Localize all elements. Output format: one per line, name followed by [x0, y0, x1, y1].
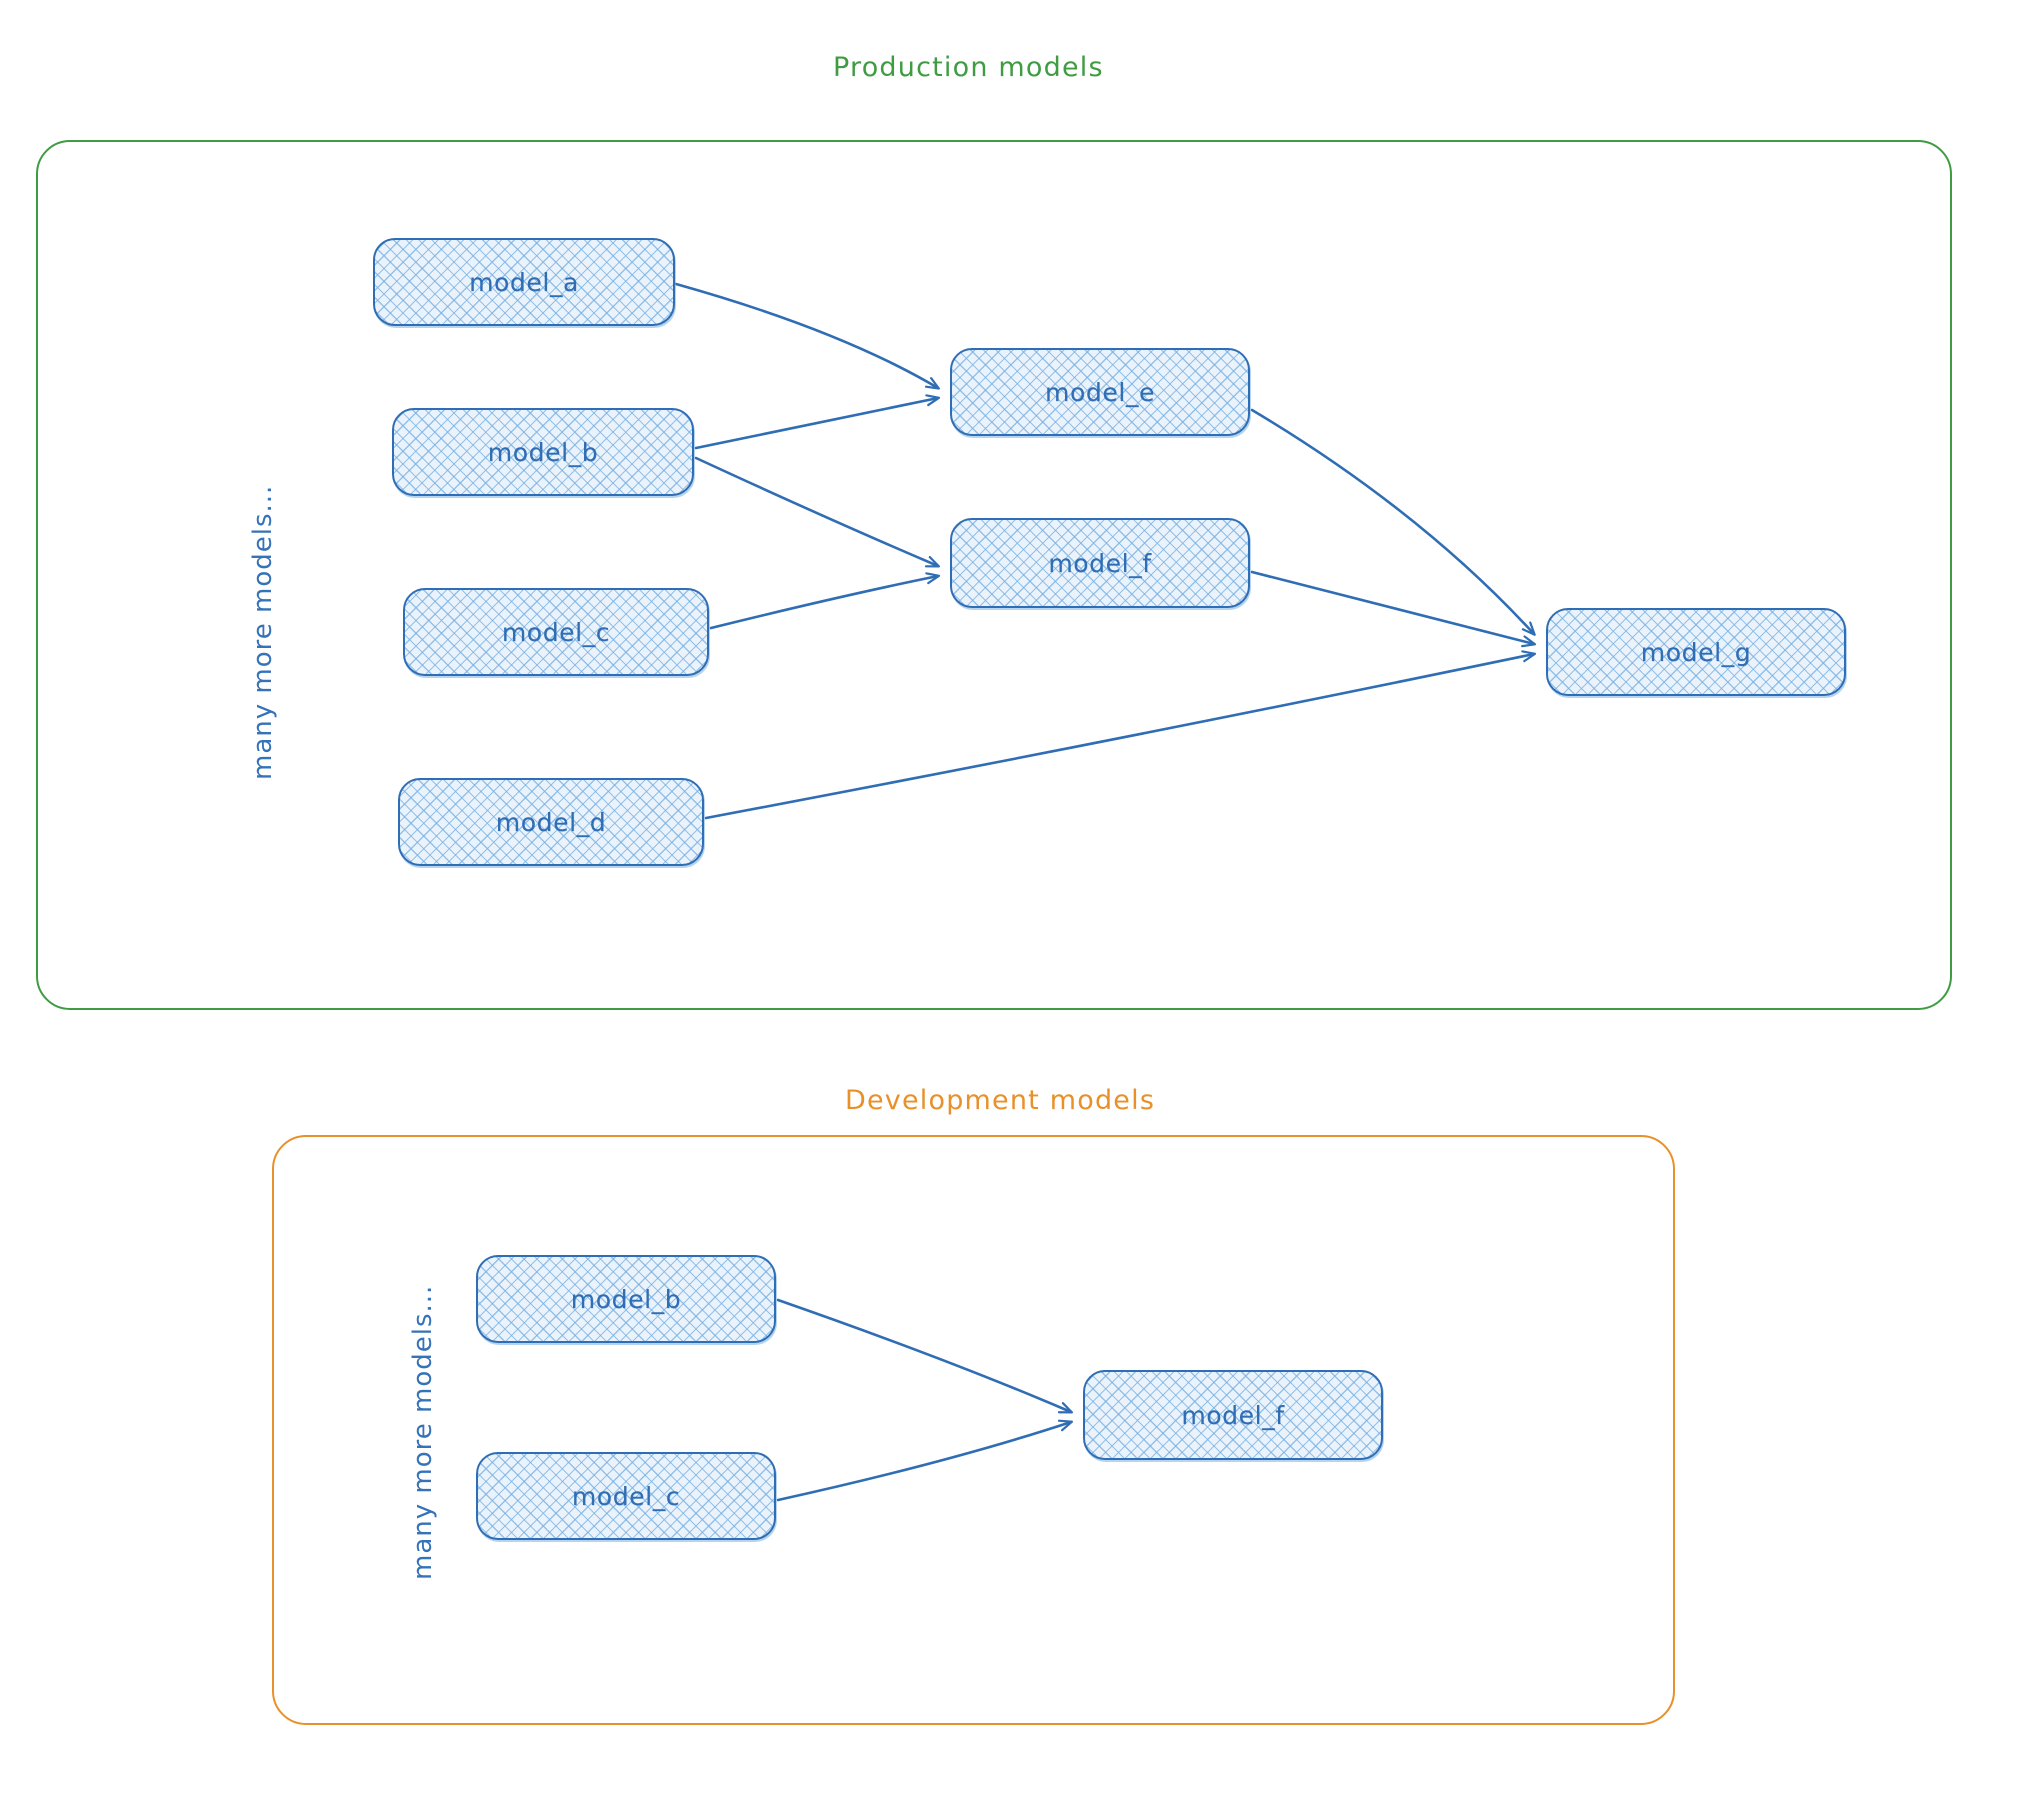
node-label: model_b — [487, 437, 599, 467]
node-label: model_e — [1045, 377, 1155, 407]
node-label: model_b — [570, 1284, 682, 1314]
development-group-frame — [272, 1135, 1675, 1725]
production-many-more-models-label: many more models... — [248, 484, 278, 780]
node-model_c[interactable]: model_c — [403, 588, 709, 676]
production-group-title: Production models — [833, 52, 1104, 83]
node-model_f[interactable]: model_f — [950, 518, 1250, 608]
node-dev-model_b[interactable]: model_b — [476, 1255, 776, 1343]
node-label: model_c — [501, 617, 611, 647]
node-label: model_f — [1181, 1400, 1285, 1430]
node-model_e[interactable]: model_e — [950, 348, 1250, 436]
node-label: model_a — [469, 267, 579, 297]
node-label: model_f — [1048, 548, 1152, 578]
node-model_g[interactable]: model_g — [1546, 608, 1846, 696]
node-model_d[interactable]: model_d — [398, 778, 704, 866]
production-group-frame — [36, 140, 1952, 1010]
node-label: model_g — [1640, 637, 1752, 667]
development-many-more-models-label: many more models... — [408, 1284, 438, 1580]
node-label: model_d — [495, 807, 607, 837]
node-dev-model_c[interactable]: model_c — [476, 1452, 776, 1540]
node-dev-model_f[interactable]: model_f — [1083, 1370, 1383, 1460]
development-group-title: Development models — [845, 1085, 1156, 1116]
node-model_a[interactable]: model_a — [373, 238, 675, 326]
node-label: model_c — [571, 1481, 681, 1511]
node-model_b[interactable]: model_b — [392, 408, 694, 496]
